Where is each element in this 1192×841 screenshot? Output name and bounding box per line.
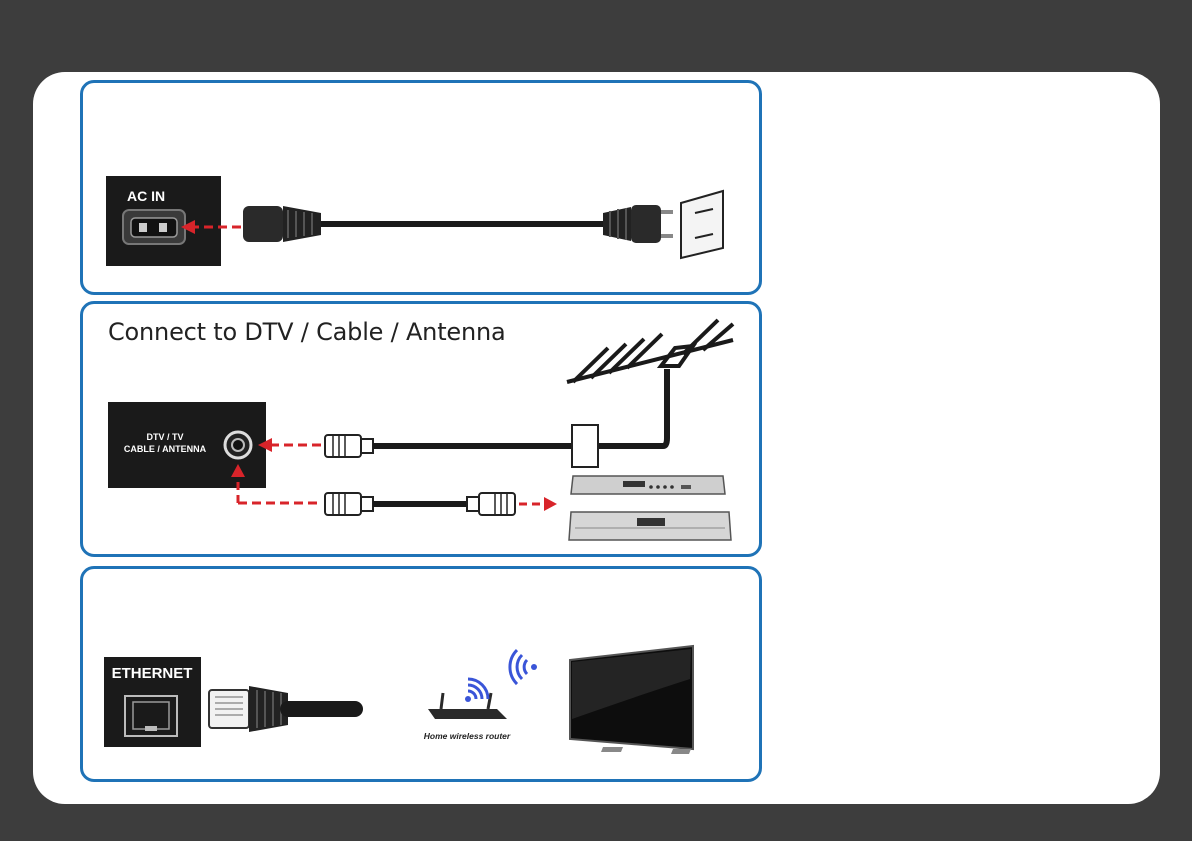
network-connection-panel: ETHERNET Home wireless router: [80, 566, 762, 782]
power-outlet-icon: [681, 191, 723, 258]
network-diagram: ETHERNET Home wireless router: [83, 569, 762, 782]
power-diagram: AC IN: [83, 83, 762, 295]
router-label: Home wireless router: [424, 731, 511, 741]
coax-connector-icon: [325, 493, 373, 515]
antenna-diagram: DTV / TV CABLE / ANTENNA: [83, 304, 762, 557]
dtv-label-line2: CABLE / ANTENNA: [124, 444, 207, 454]
ac-in-label: AC IN: [127, 188, 165, 204]
wifi-signal-icon: [510, 650, 537, 684]
dtv-label-line1: DTV / TV: [146, 432, 183, 442]
coax-connector-icon: [325, 435, 373, 457]
antenna-cable: [373, 369, 667, 446]
set-top-box-icon: [571, 476, 725, 494]
ac-in-port: AC IN: [106, 176, 221, 266]
antenna-connection-panel: Connect to DTV / Cable / Antenna DTV / T…: [80, 301, 762, 557]
set-top-box-icon: [569, 512, 731, 540]
wall-coax-plate: [572, 425, 598, 467]
power-plug-icon: [243, 206, 321, 242]
wifi-signal-icon: [465, 679, 488, 702]
ethernet-port-icon: ETHERNET: [104, 657, 201, 747]
ethernet-label: ETHERNET: [112, 665, 193, 682]
coax-connector-icon: [467, 493, 515, 515]
set-top-box-arrow: [519, 497, 557, 511]
antenna-arrow: [258, 438, 321, 452]
wall-plug-icon: [603, 205, 673, 243]
tv-icon: [570, 646, 693, 754]
antenna-icon: [567, 320, 733, 382]
rj45-plug-icon: [209, 686, 288, 732]
power-connection-panel: AC IN: [80, 80, 762, 295]
